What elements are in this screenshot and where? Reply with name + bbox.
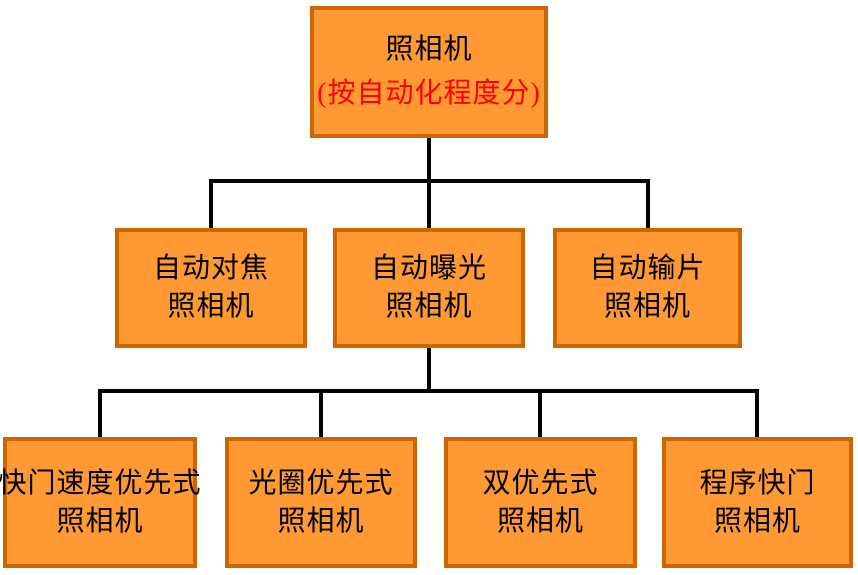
- node-shutter-priority-line2: 照相机: [56, 505, 144, 537]
- node-autowind-line2: 照相机: [603, 291, 691, 322]
- node-program-shutter-line2: 照相机: [713, 505, 801, 537]
- connector-drop-aperture-priority: [319, 389, 323, 437]
- connector-level3-rail: [98, 389, 759, 393]
- node-dual-priority-line1: 双优先式: [482, 467, 599, 499]
- node-autofocus-line2: 照相机: [167, 291, 255, 322]
- node-autofocus-line1: 自动对焦: [152, 253, 269, 284]
- connector-root-stem: [427, 138, 431, 228]
- connector-drop-program-shutter: [755, 389, 759, 437]
- node-aperture-priority-camera: 光圈优先式 照相机: [225, 437, 417, 568]
- node-autoexposure-line1: 自动曝光: [370, 253, 487, 284]
- node-autoexposure-line2: 照相机: [385, 291, 473, 322]
- connector-drop-autowind: [646, 179, 650, 228]
- node-program-shutter-camera: 程序快门 照相机: [662, 437, 853, 568]
- node-dual-priority-camera: 双优先式 照相机: [444, 437, 637, 568]
- node-autofocus-camera: 自动对焦 照相机: [115, 228, 307, 348]
- connector-drop-shutter-priority: [98, 389, 102, 437]
- connector-drop-dual-priority: [538, 389, 542, 437]
- node-camera-root: 照相机 (按自动化程度分): [310, 6, 548, 138]
- node-camera-root-subtitle: (按自动化程度分): [317, 78, 541, 109]
- node-autowind-camera: 自动输片 照相机: [553, 228, 742, 348]
- connector-drop-autofocus: [209, 179, 213, 228]
- node-aperture-priority-line2: 照相机: [277, 505, 365, 537]
- node-autoexposure-camera: 自动曝光 照相机: [333, 228, 525, 348]
- node-camera-root-title: 照相机: [385, 34, 473, 65]
- node-autowind-line1: 自动输片: [589, 253, 706, 284]
- node-program-shutter-line1: 程序快门: [699, 467, 816, 499]
- node-aperture-priority-line1: 光圈优先式: [248, 467, 394, 499]
- node-shutter-priority-line1: 快门速度优先式: [0, 467, 202, 499]
- node-shutter-priority-camera: 快门速度优先式 照相机: [0, 437, 201, 568]
- node-dual-priority-line2: 照相机: [496, 505, 584, 537]
- connector-autoexposure-stem: [427, 348, 431, 393]
- connector-level2-rail: [209, 179, 650, 183]
